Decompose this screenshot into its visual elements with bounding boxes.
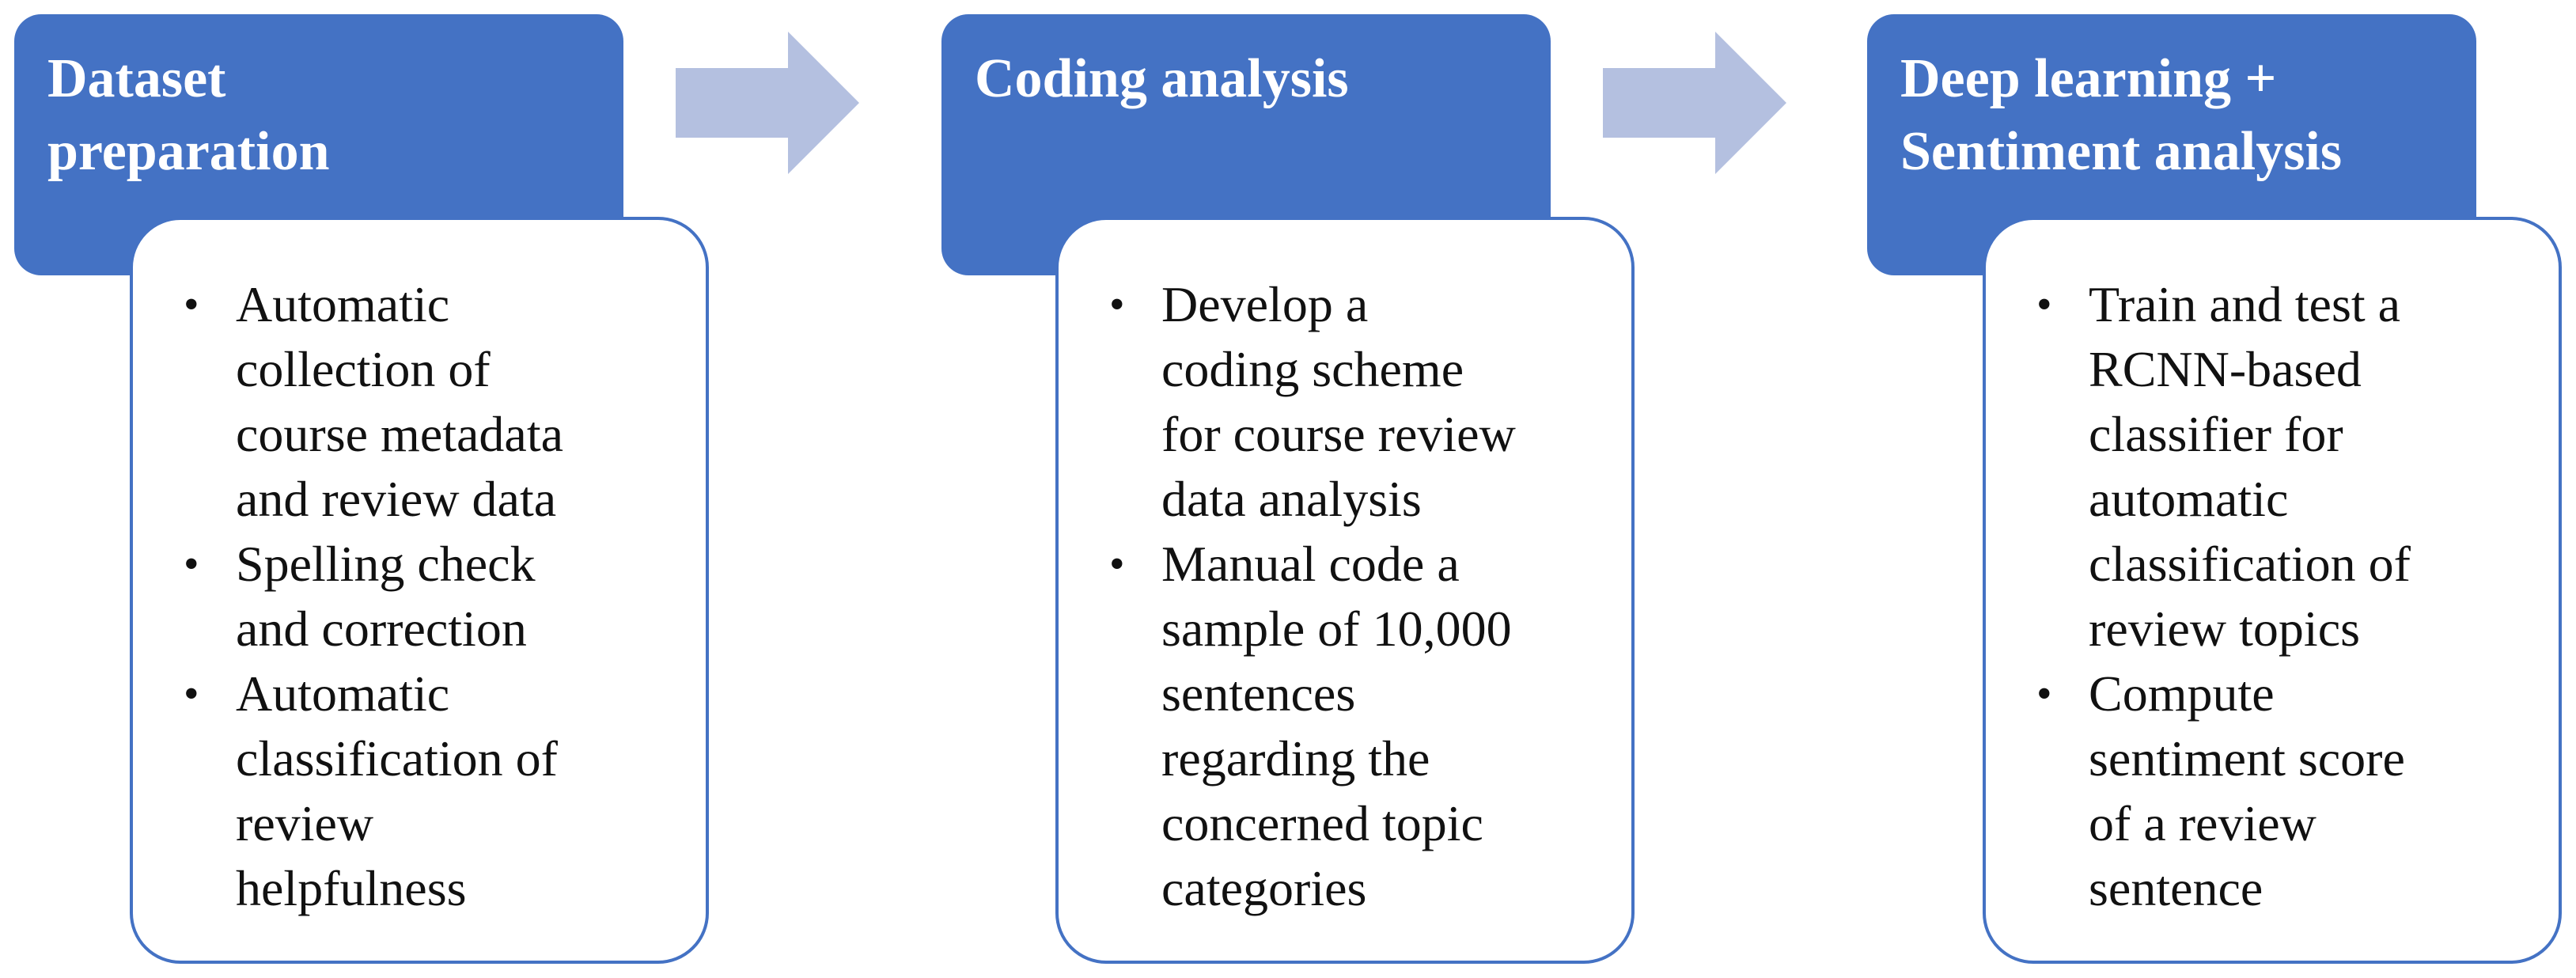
bullet-marker: •	[1109, 280, 1125, 329]
bullet-line: Automatic	[236, 665, 450, 722]
stage-2-title-line-1: Coding analysis	[975, 48, 1349, 109]
stage-1-card: • Automatic collection of course metadat…	[130, 217, 709, 964]
bullet-line: review topics	[2089, 601, 2360, 657]
bullet-line: and correction	[236, 601, 527, 657]
bullet-marker: •	[2036, 669, 2052, 718]
bullet-line: automatic	[2089, 471, 2289, 527]
arrow-1-shape	[676, 32, 859, 174]
bullet-marker: •	[1109, 540, 1125, 589]
stage-2-bullet-1: • Develop a coding scheme for course rev…	[1106, 272, 1608, 532]
right-arrow-icon	[676, 32, 859, 174]
bullet-marker: •	[184, 669, 199, 718]
bullet-line: data analysis	[1161, 471, 1422, 527]
stage-1-bullet-2: • Spelling check and correction	[180, 532, 682, 661]
bullet-line: Automatic	[236, 276, 450, 332]
stage-3-title-line-1: Deep learning +	[1900, 48, 2277, 109]
arrow-2-shape	[1603, 32, 1786, 174]
bullet-line: collection of	[236, 341, 491, 397]
stage-1-bullet-3: • Automatic classification of review hel…	[180, 661, 682, 921]
bullet-line: sentence	[2089, 860, 2263, 916]
bullet-line: Develop a	[1161, 276, 1369, 332]
bullet-line: and review data	[236, 471, 557, 527]
bullet-line: for course review	[1161, 406, 1516, 462]
bullet-line: regarding the	[1161, 730, 1430, 787]
bullet-line: course metadata	[236, 406, 563, 462]
bullet-line: RCNN-based	[2089, 341, 2362, 397]
bullet-marker: •	[2036, 280, 2052, 329]
stage-2-bullet-list: • Develop a coding scheme for course rev…	[1106, 272, 1608, 921]
bullet-line: sentiment score	[2089, 730, 2405, 787]
bullet-line: sentences	[1161, 665, 1356, 722]
bullet-line: helpfulness	[236, 860, 467, 916]
bullet-line: Compute	[2089, 665, 2275, 722]
bullet-line: concerned topic	[1161, 795, 1483, 851]
bullet-line: categories	[1161, 860, 1367, 916]
stage-1-title-line-2: preparation	[47, 121, 330, 182]
stage-2-card: • Develop a coding scheme for course rev…	[1055, 217, 1635, 964]
bullet-line: coding scheme	[1161, 341, 1464, 397]
right-arrow-icon	[1603, 32, 1786, 174]
stage-3-bullet-1: • Train and test a RCNN-based classifier…	[2033, 272, 2535, 661]
bullet-line: of a review	[2089, 795, 2317, 851]
stage-2-bullet-2: • Manual code a sample of 10,000 sentenc…	[1106, 532, 1608, 921]
stage-3-title-line-2: Sentiment analysis	[1900, 121, 2343, 182]
stage-1-title-line-1: Dataset	[47, 48, 226, 109]
stage-3-bullet-list: • Train and test a RCNN-based classifier…	[2033, 272, 2535, 921]
stage-3-bullet-2: • Compute sentiment score of a review se…	[2033, 661, 2535, 921]
bullet-line: Train and test a	[2089, 276, 2401, 332]
stage-3-card: • Train and test a RCNN-based classifier…	[1983, 217, 2562, 964]
bullet-line: Spelling check	[236, 536, 536, 592]
stage-1-bullet-list: • Automatic collection of course metadat…	[180, 272, 682, 921]
bullet-marker: •	[184, 280, 199, 329]
bullet-line: classification of	[2089, 536, 2411, 592]
bullet-line: classifier for	[2089, 406, 2343, 462]
bullet-line: Manual code a	[1161, 536, 1460, 592]
bullet-marker: •	[184, 540, 199, 589]
bullet-line: sample of 10,000	[1161, 601, 1512, 657]
bullet-line: classification of	[236, 730, 558, 787]
stage-1-bullet-1: • Automatic collection of course metadat…	[180, 272, 682, 532]
bullet-line: review	[236, 795, 374, 851]
